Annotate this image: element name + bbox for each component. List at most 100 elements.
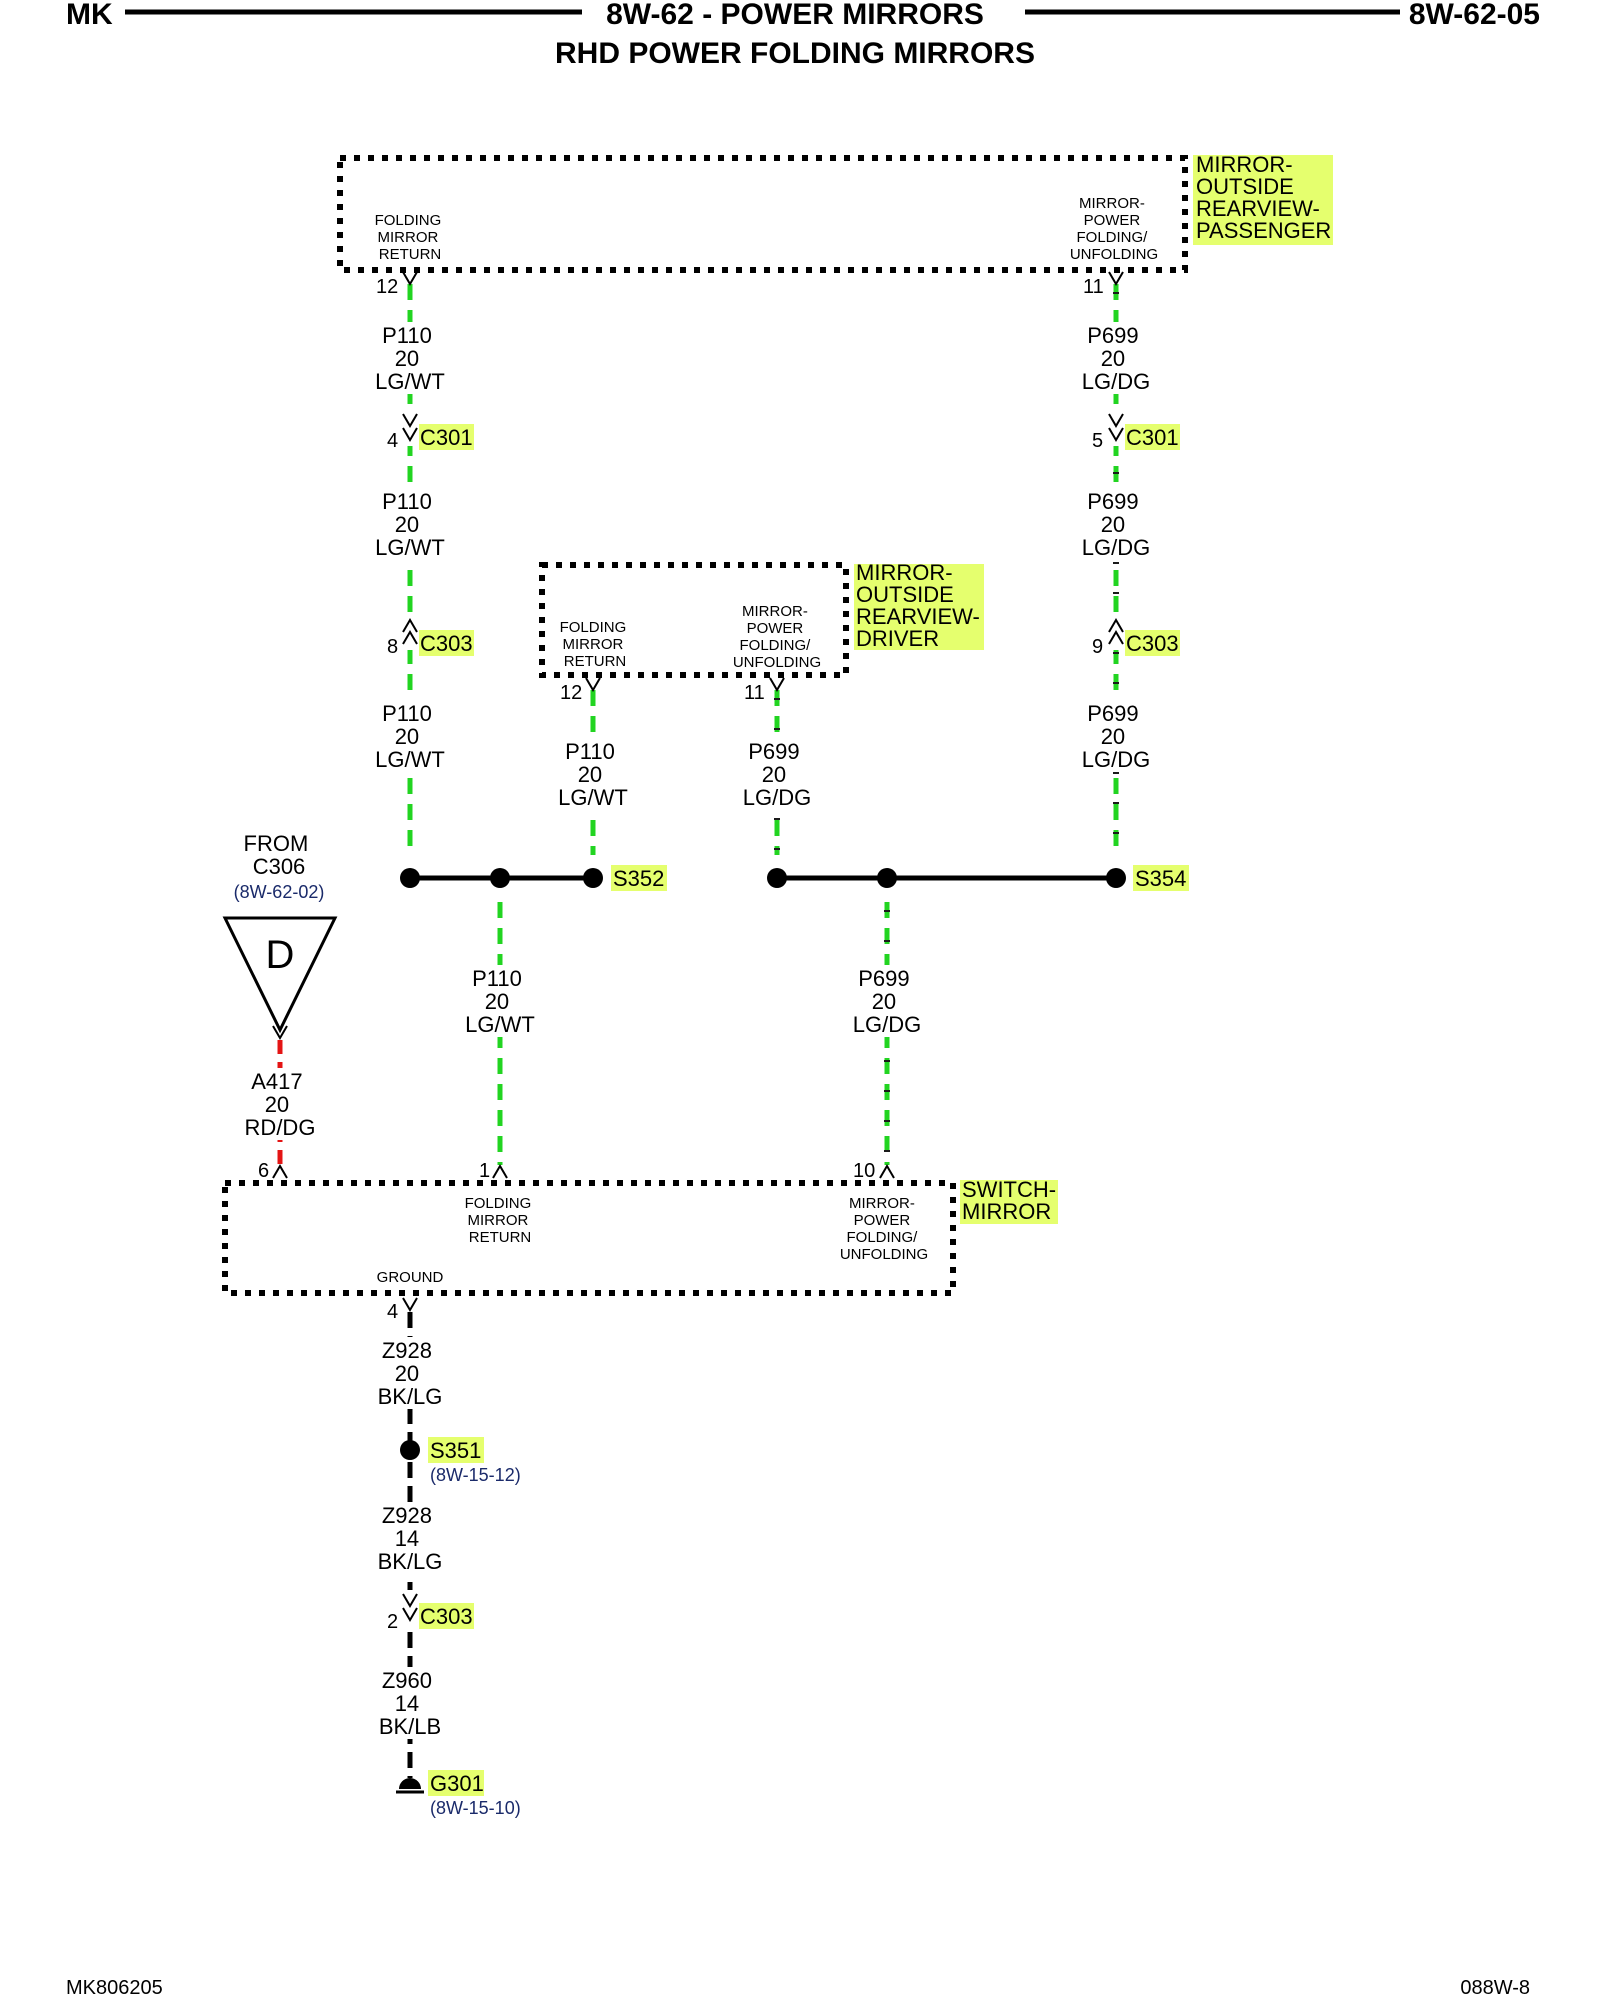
wire-label-p699-driver: P699 20 LG/DG bbox=[743, 739, 811, 810]
c301-left-pin-number: 4 bbox=[387, 430, 398, 452]
connector-d-letter: D bbox=[266, 933, 295, 977]
c303-ground-terminal-bottom bbox=[402, 1607, 418, 1622]
passenger-mirror-name: MIRROR- OUTSIDE REARVIEW- PASSENGER bbox=[1196, 152, 1331, 243]
passenger-mirror-box bbox=[337, 155, 1188, 273]
switch-pin-6-number: 6 bbox=[258, 1160, 269, 1182]
switch-pin-4-number: 4 bbox=[387, 1301, 398, 1323]
footer-right: 088W-8 bbox=[1460, 1977, 1530, 1999]
splice-s351-node bbox=[400, 1440, 420, 1460]
splice-s351-label: S351 bbox=[430, 1438, 481, 1463]
switch-mirror-box bbox=[222, 1180, 956, 1296]
switch-pin-6-terminal bbox=[272, 1164, 288, 1179]
driver-mirror-name: MIRROR- OUTSIDE REARVIEW- DRIVER bbox=[856, 560, 986, 651]
c303-ground-pin-number: 2 bbox=[387, 1611, 398, 1633]
c303-left-terminal-top bbox=[402, 618, 418, 633]
splice-s352-node-3 bbox=[583, 868, 603, 888]
wire-label-p699-3: P699 20 LG/DG bbox=[1082, 701, 1150, 772]
c303-ground-label: C303 bbox=[420, 1604, 473, 1629]
wire-label-p110-3: P110 20 LG/WT bbox=[375, 701, 445, 772]
c301-left-terminal-top bbox=[402, 413, 418, 428]
ground-g301-symbol bbox=[399, 1778, 421, 1789]
wire-label-p699-2: P699 20 LG/DG bbox=[1082, 489, 1150, 560]
splice-s352-label: S352 bbox=[613, 866, 664, 891]
c303-ground-terminal-top bbox=[402, 1593, 418, 1608]
splice-s352-highlight bbox=[611, 865, 667, 891]
splice-s351-highlight bbox=[428, 1437, 484, 1463]
wire-label-p699-switch: P699 20 LG/DG bbox=[853, 966, 921, 1037]
wire-label-p110-driver: P110 20 LG/WT bbox=[558, 739, 628, 810]
from-reference: (8W-62-02) bbox=[234, 882, 325, 902]
switch-pin-1-number: 1 bbox=[479, 1160, 490, 1182]
header-title: 8W-62 - POWER MIRRORS bbox=[606, 0, 984, 31]
c303-right-terminal-top bbox=[1108, 618, 1124, 633]
switch-pin-4-terminal bbox=[402, 1297, 418, 1312]
footer-left: MK806205 bbox=[66, 1977, 163, 1999]
switch-pin-10-number: 10 bbox=[853, 1160, 875, 1182]
header-left: MK bbox=[66, 0, 113, 31]
driver-pin-12-number: 12 bbox=[560, 682, 582, 704]
c301-right-terminal-top bbox=[1108, 413, 1124, 428]
c301-right-highlight bbox=[1125, 424, 1180, 450]
c301-right-label: C301 bbox=[1126, 425, 1179, 450]
c303-right-label: C303 bbox=[1126, 631, 1179, 656]
wire-label-z928-20: Z928 20 BK/LG bbox=[378, 1338, 443, 1409]
passenger-pin-11-terminal bbox=[1108, 271, 1124, 286]
c303-right-highlight bbox=[1125, 630, 1180, 656]
c303-left-label: C303 bbox=[420, 631, 473, 656]
wire-label-p110-1: P110 20 LG/WT bbox=[375, 323, 445, 394]
wire-label-z960: Z960 14 BK/LB bbox=[379, 1668, 441, 1739]
from-label: FROM C306 bbox=[244, 831, 315, 879]
splice-s354-node-3 bbox=[1106, 868, 1126, 888]
switch-pin-1-terminal bbox=[492, 1164, 508, 1179]
c303-right-terminal-bottom bbox=[1108, 630, 1124, 645]
ground-g301-label: G301 bbox=[430, 1771, 484, 1796]
switch-pin-10-terminal bbox=[879, 1164, 895, 1179]
switch-mirror-highlight bbox=[960, 1180, 1058, 1224]
c301-left-label: C301 bbox=[420, 425, 473, 450]
driver-pin-label-power-folding: MIRROR- POWER FOLDING/ UNFOLDING bbox=[733, 603, 821, 671]
driver-mirror-highlight bbox=[854, 564, 984, 650]
c301-left-terminal-bottom bbox=[402, 427, 418, 442]
c303-right-pin-number: 9 bbox=[1092, 636, 1103, 658]
passenger-pin-label-folding-return: FOLDING MIRROR RETURN bbox=[375, 212, 446, 263]
wire-label-p110-2: P110 20 LG/WT bbox=[375, 489, 445, 560]
c301-right-pin-number: 5 bbox=[1092, 430, 1103, 452]
c303-left-pin-number: 8 bbox=[387, 636, 398, 658]
driver-pin-label-folding-return: FOLDING MIRROR RETURN bbox=[560, 619, 631, 670]
driver-pin-11-number: 11 bbox=[744, 682, 765, 704]
splice-s352-node-2 bbox=[490, 868, 510, 888]
passenger-mirror-highlight bbox=[1193, 155, 1333, 245]
splice-s354-node-1 bbox=[767, 868, 787, 888]
driver-pin-11-terminal bbox=[769, 677, 785, 692]
splice-s354-label: S354 bbox=[1135, 866, 1186, 891]
driver-mirror-box bbox=[539, 562, 849, 678]
splice-s354-highlight bbox=[1133, 865, 1189, 891]
wire-label-a417: A417 20 RD/DG bbox=[245, 1069, 316, 1140]
switch-pin-label-power-folding: MIRROR- POWER FOLDING/ UNFOLDING bbox=[840, 1195, 928, 1263]
c303-ground-highlight bbox=[419, 1603, 474, 1629]
c303-left-highlight bbox=[419, 630, 474, 656]
connector-d-symbol bbox=[222, 916, 338, 1034]
ground-g301-reference: (8W-15-10) bbox=[430, 1798, 521, 1818]
splice-s352-node-1 bbox=[400, 868, 420, 888]
switch-mirror-name: SWITCH- MIRROR bbox=[962, 1177, 1062, 1224]
splice-s354-node-2 bbox=[877, 868, 897, 888]
passenger-pin-11-number: 11 bbox=[1083, 276, 1104, 298]
c301-left-highlight bbox=[419, 424, 474, 450]
wire-label-p110-switch: P110 20 LG/WT bbox=[465, 966, 535, 1037]
connector-d-terminal bbox=[272, 1025, 288, 1040]
wire-label-z928-14: Z928 14 BK/LG bbox=[378, 1503, 443, 1574]
ground-g301-highlight bbox=[428, 1770, 484, 1796]
header-subtitle: RHD POWER FOLDING MIRRORS bbox=[555, 37, 1035, 70]
c301-right-terminal-bottom bbox=[1108, 427, 1124, 442]
splice-s351-reference: (8W-15-12) bbox=[430, 1465, 521, 1485]
header-right: 8W-62-05 bbox=[1409, 0, 1540, 31]
passenger-pin-label-power-folding: MIRROR- POWER FOLDING/ UNFOLDING bbox=[1070, 195, 1158, 263]
passenger-pin-12-terminal bbox=[402, 271, 418, 286]
c303-left-terminal-bottom bbox=[402, 630, 418, 645]
driver-pin-12-terminal bbox=[585, 677, 601, 692]
switch-pin-label-ground: GROUND bbox=[377, 1269, 444, 1286]
passenger-pin-12-number: 12 bbox=[376, 276, 398, 298]
wire-label-p699-1: P699 20 LG/DG bbox=[1082, 323, 1150, 394]
